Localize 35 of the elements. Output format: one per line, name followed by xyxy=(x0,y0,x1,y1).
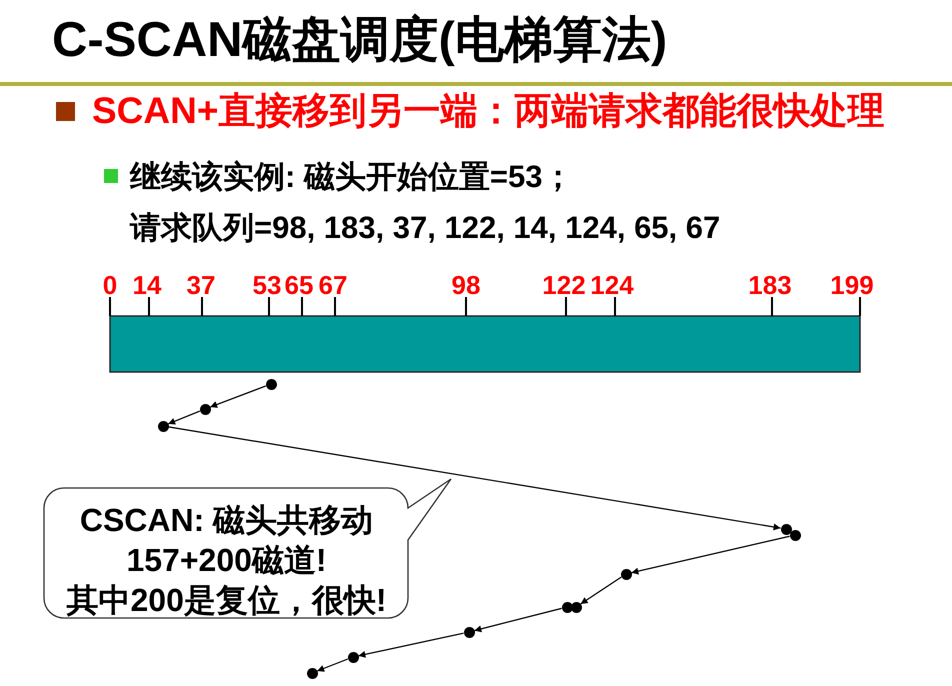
arrow xyxy=(168,426,781,530)
callout-text: CSCAN: 磁头共移动 157+200磁道! 其中200是复位，很快! xyxy=(65,501,388,620)
bullet-text: 继续该实例: 磁头开始位置=53； xyxy=(130,158,574,196)
tick-label: 199 xyxy=(830,270,874,302)
slide-title: C-SCAN磁盘调度(电梯算法) xyxy=(52,12,668,69)
tick-label: 98 xyxy=(452,270,480,302)
tick-label: 67 xyxy=(318,270,348,302)
dot xyxy=(562,602,572,612)
tick-label: 0 xyxy=(102,270,118,302)
arrow xyxy=(580,576,622,604)
tick-label: 37 xyxy=(186,270,216,302)
dot xyxy=(464,626,474,638)
bullet-text: 请求队列=98, 183, 37, 122, 14, 124, 65, 67 xyxy=(130,209,720,247)
arrow xyxy=(316,658,348,672)
dot xyxy=(266,378,276,390)
tick-label: 14 xyxy=(132,270,162,302)
dot xyxy=(620,568,632,580)
tick-label: 65 xyxy=(284,270,314,302)
tick-label: 124 xyxy=(590,270,634,302)
arrow xyxy=(168,410,200,425)
tick-label: 122 xyxy=(542,270,586,302)
tick-label: 183 xyxy=(748,270,792,302)
dot xyxy=(790,530,800,540)
arrow xyxy=(631,536,790,575)
tick-label: 53 xyxy=(252,270,282,302)
speech-bubble xyxy=(43,476,453,621)
dot xyxy=(200,404,210,414)
arrow xyxy=(358,632,464,658)
bullet-text: SCAN+直接移到另一端：两端请求都能很快处理 xyxy=(92,88,884,133)
dot xyxy=(348,652,358,662)
arrow xyxy=(474,608,562,632)
dot xyxy=(158,420,168,432)
dot xyxy=(780,524,792,534)
arrow xyxy=(210,385,266,408)
dot xyxy=(306,668,318,678)
